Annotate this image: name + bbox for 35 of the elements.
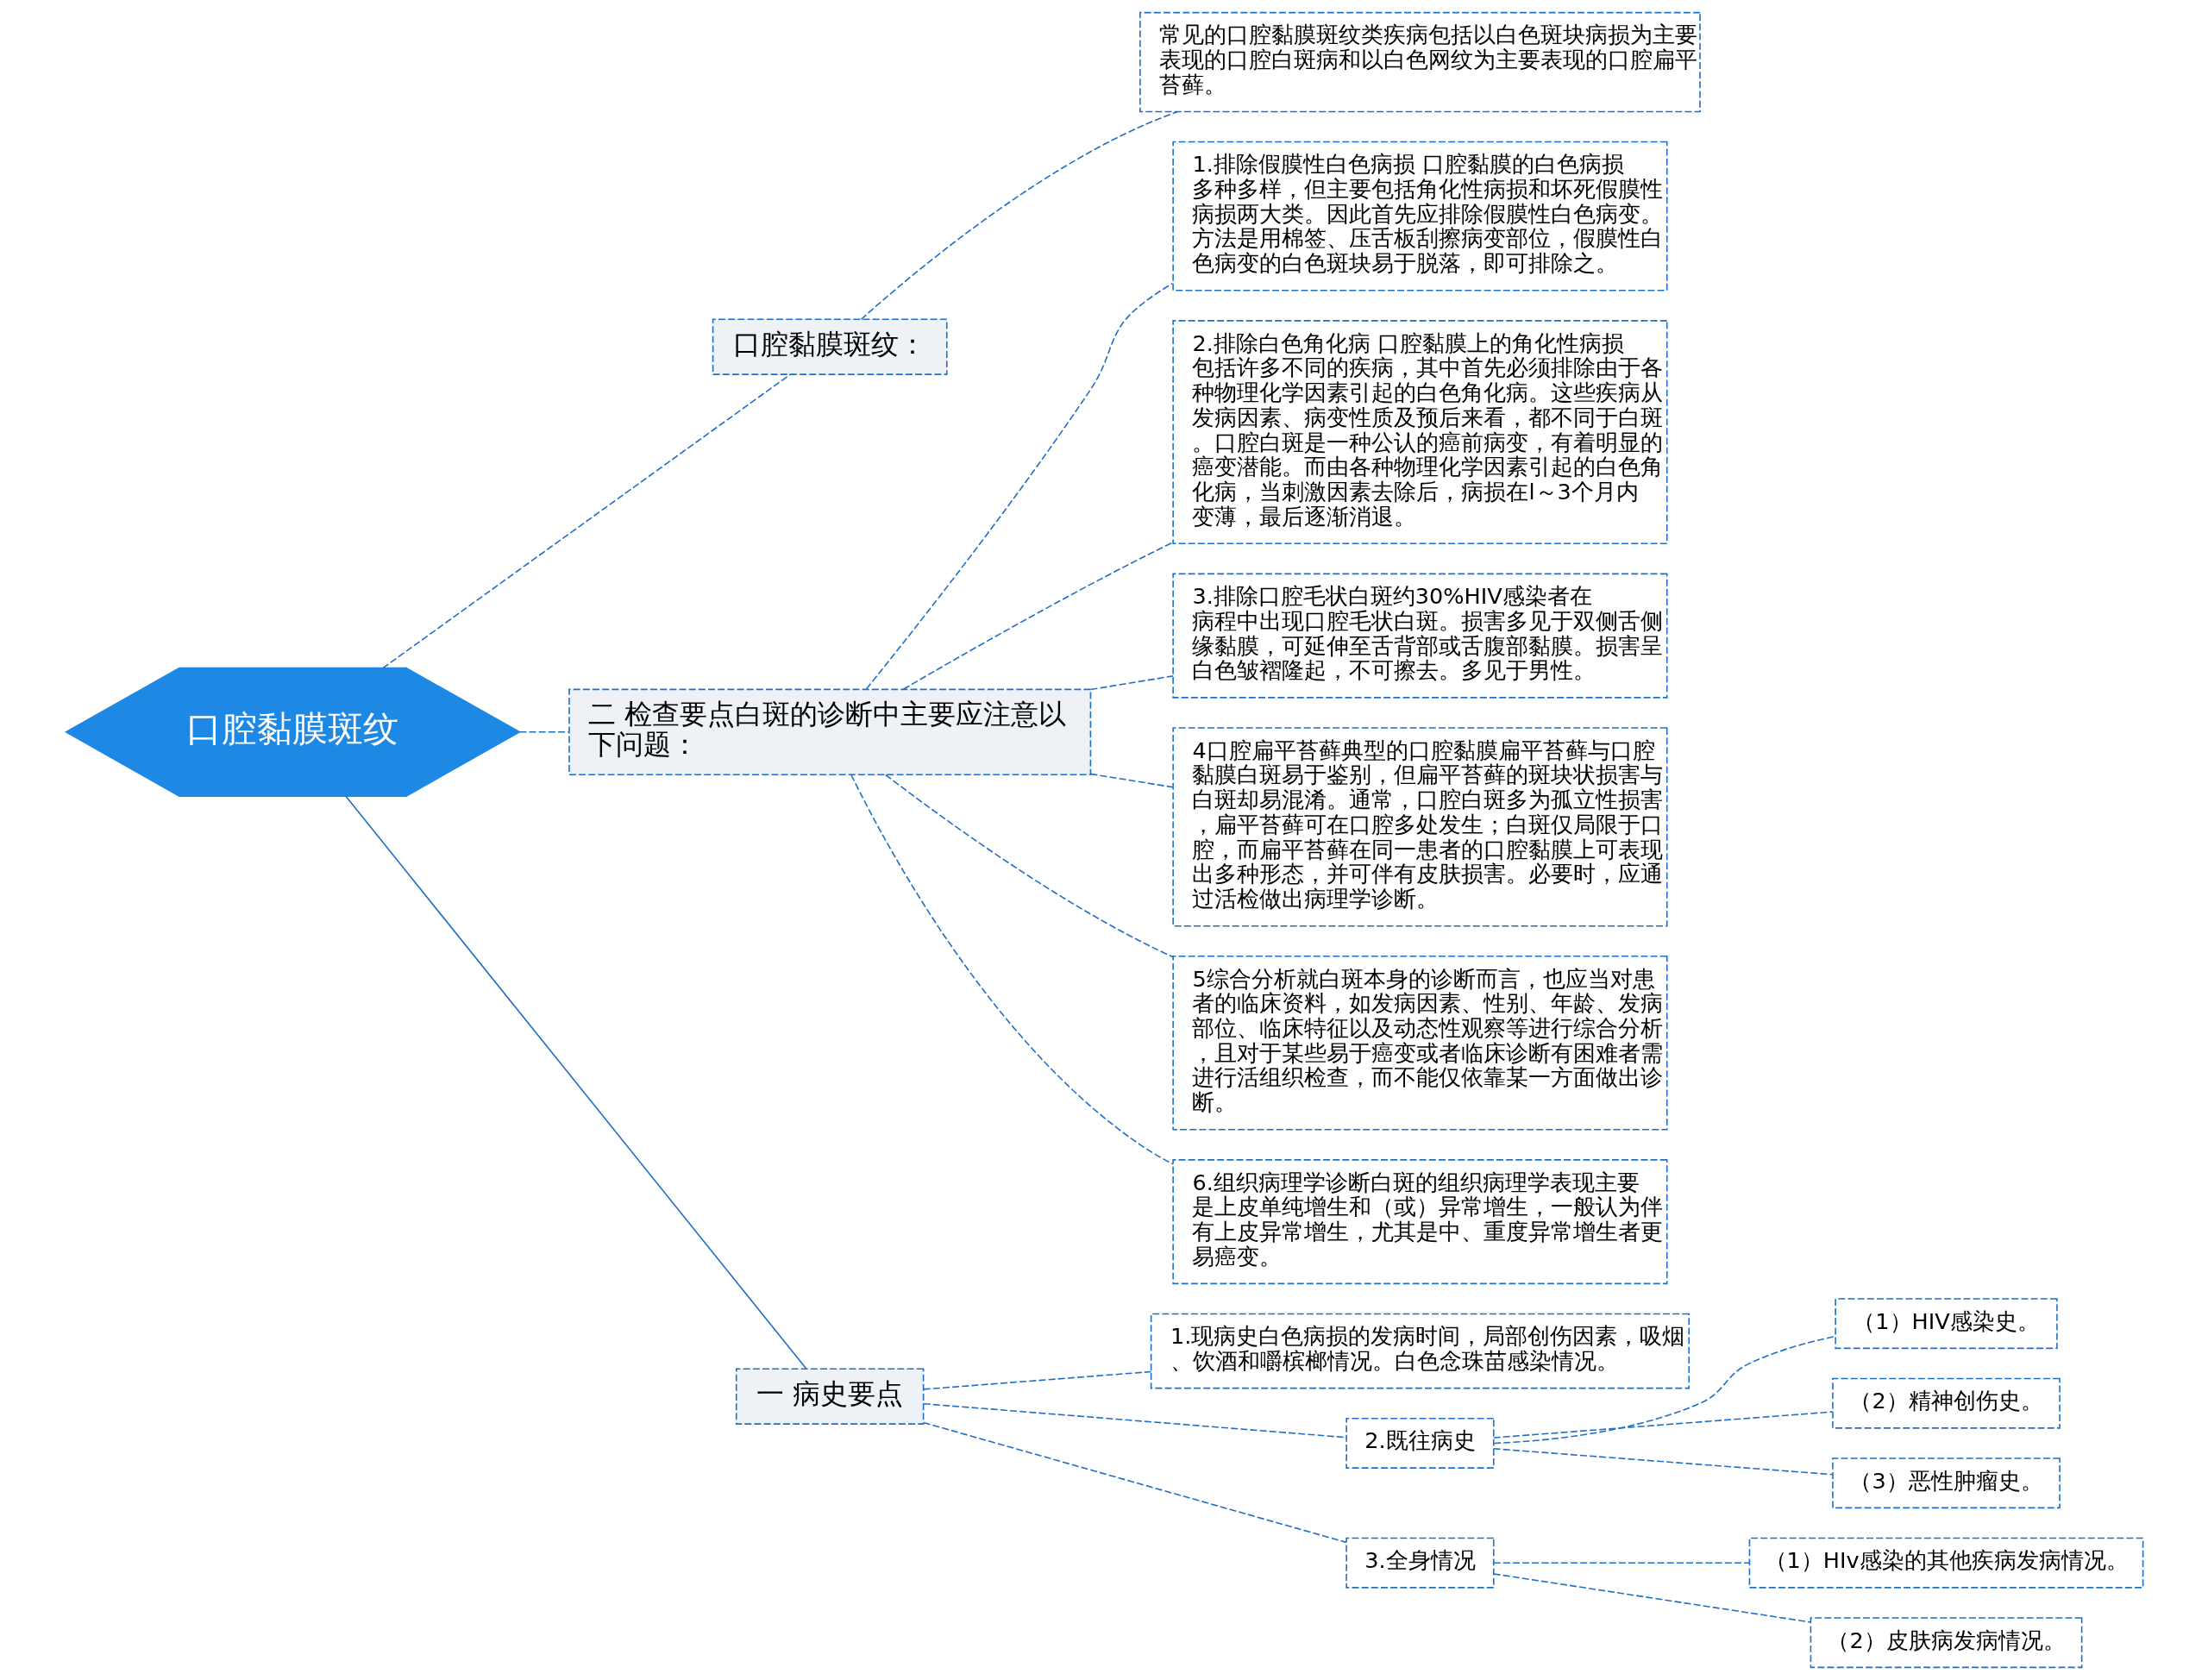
node-box: 口腔黏膜斑纹： bbox=[712, 318, 948, 375]
node-box: （3）恶性肿瘤史。 bbox=[1831, 1457, 2061, 1509]
node-box: 5综合分析就白斑本身的诊断而言，也应当对患者的临床资料，如发病因素、性别、年龄、发病部位、临床特征以及动态性观察等进行综合分析，且对于某些易于癌变或者临床诊断有困难者需进行活组织检查，而不能仅依靠某一方面做出诊断。 bbox=[1171, 956, 1668, 1131]
connector bbox=[860, 110, 1178, 321]
node-box: 1.现病史白色病损的发病时间，局部创伤因素，吸烟、饮酒和嚼槟榔情况。白色念珠苗感染情况。 bbox=[1150, 1313, 1690, 1389]
node-box: （1）HIV感染史。 bbox=[1834, 1298, 2058, 1350]
node-box: 1.排除假膜性白色病损 口腔黏膜的白色病损多种多样，但主要包括角化性病损和坏死假膜性病损两大类。因此首先应排除假膜性白色病变。方法是用棉签、压舌板刮擦病变部位，假膜性白色病变的白色斑块易于脱落，即可排除之。 bbox=[1171, 141, 1668, 291]
node-box: （1）HIv感染的其他疾病发病情况。 bbox=[1748, 1537, 2143, 1589]
connector bbox=[865, 282, 1173, 690]
node-box: 3.全身情况 bbox=[1345, 1537, 1495, 1589]
connector bbox=[902, 542, 1174, 691]
connector bbox=[884, 774, 1174, 958]
node-box: （2）精神创伤史。 bbox=[1831, 1377, 2061, 1429]
connector bbox=[1493, 1335, 1836, 1445]
node-box: 6.组织病理学诊断白斑的组织病理学表现主要是上皮单纯增生和（或）异常增生，一般认为伴有上皮异常增生，尤其是中、重度异常增生者更易癌变。 bbox=[1171, 1159, 1668, 1285]
connector bbox=[850, 774, 1174, 1165]
connector bbox=[1492, 1573, 1811, 1623]
connector bbox=[381, 373, 791, 669]
node-box: 4口腔扁平苔藓典型的口腔黏膜扁平苔藓与口腔黏膜白斑易于鉴别，但扁平苔藓的斑块状损害与白斑却易混淆。通常，口腔白斑多为孤立性损害，扁平苔藓可在口腔多处发生；白斑仅局限于口腔，而扁平苔藓在同一患者的口腔黏膜上可表现出多种形态，并可伴有皮肤损害。必要时，应通过活检做出病理学诊断。 bbox=[1171, 727, 1668, 927]
node-box: 一 病史要点 bbox=[735, 1368, 924, 1425]
node-box: 2.排除白色角化病 口腔黏膜上的角化性病损包括许多不同的疾病，其中首先必须排除由于各种物理化学因素引起的白色角化病。这些疾病从发病因素、病变性质及预后来看，都不同于白斑。口腔白斑是一种公认的癌前病变，有着明显的癌变潜能。而由各种物理化学因素引起的白色角化病，当刺激因素去除后，病损在l～3个月内变薄，最后逐渐消退。 bbox=[1171, 320, 1668, 545]
connector bbox=[1492, 1411, 1834, 1439]
connector bbox=[1492, 1562, 1750, 1564]
connector bbox=[1089, 675, 1174, 691]
connector bbox=[344, 795, 807, 1370]
connector bbox=[1089, 773, 1174, 788]
node-box: 2.既往病史 bbox=[1345, 1417, 1495, 1469]
connector bbox=[518, 731, 570, 733]
connector bbox=[922, 1370, 1151, 1390]
node-box: 3.排除口腔毛状白斑约30%HIV感染者在病程中出现口腔毛状白斑。损害多见于双侧舌侧缘黏膜，可延伸至舌背部或舌腹部黏膜。损害呈白色皱褶隆起，不可擦去。多见于男性。 bbox=[1171, 573, 1668, 699]
connector bbox=[922, 1421, 1347, 1544]
node-box: 常见的口腔黏膜斑纹类疾病包括以白色斑块病损为主要表现的口腔白斑病和以白色网纹为主要表现的口腔扁平苔藓。 bbox=[1138, 11, 1701, 113]
connector bbox=[1492, 1448, 1834, 1476]
node-box: （2）皮肤病发病情况。 bbox=[1810, 1617, 2082, 1669]
node-box: 二 检查要点白斑的诊断中主要应注意以下问题： bbox=[568, 688, 1091, 776]
